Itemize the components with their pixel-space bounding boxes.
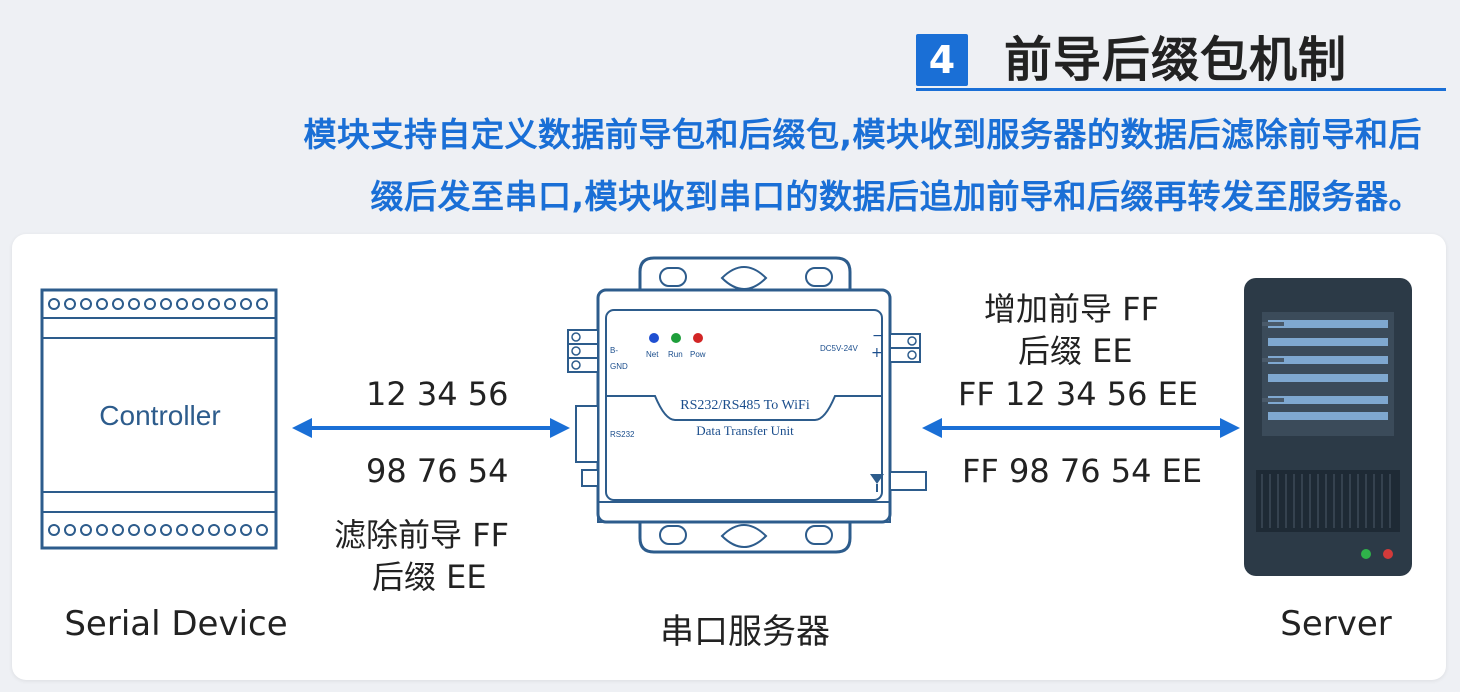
section-number-badge: 4: [916, 34, 968, 86]
net-led-icon: [649, 333, 659, 343]
power-led-icon: [693, 333, 703, 343]
serial-device-label: Serial Device: [64, 604, 288, 644]
rs232-port-icon: [575, 405, 599, 463]
controller-text: Controller: [99, 400, 221, 431]
antenna-connector-icon: [889, 471, 927, 491]
server-icon: [1244, 278, 1412, 576]
right-data-out: FF 12 34 56 EE: [958, 375, 1199, 413]
terminal-gnd-label: GND: [610, 362, 628, 371]
unit-title-line-1: RS232/RS485 To WiFi: [680, 398, 810, 413]
terminal-block-right-icon: [889, 333, 921, 363]
led-run-label: Run: [668, 350, 683, 359]
controller-bottom-terminals: [48, 524, 268, 536]
power-label: DC5V-24V: [820, 344, 858, 353]
port-label: RS232: [610, 430, 635, 439]
antenna-icon: [870, 474, 884, 484]
terminal-block-left-icon: [567, 329, 599, 373]
controller-top-terminals: [48, 298, 268, 310]
left-note-strip-prefix: 滤除前导 FF: [334, 516, 509, 554]
left-data-in: 98 76 54: [366, 452, 509, 490]
header: 4 前导后缀包机制 模块支持自定义数据前导包和后缀包,模块收到服务器的数据后滤除…: [0, 0, 1460, 230]
server-status-led-icon: [1361, 549, 1371, 559]
title-underline: [916, 88, 1446, 91]
serial-server-label: 串口服务器: [660, 612, 830, 652]
server-alert-led-icon: [1383, 549, 1393, 559]
run-led-icon: [671, 333, 681, 343]
description-line-2: 缀后发至串口,模块收到串口的数据后追加前导和后缀再转发至服务器。: [370, 177, 1422, 216]
svg-text:+: +: [871, 345, 883, 361]
description-line-1: 模块支持自定义数据前导包和后缀包,模块收到服务器的数据后滤除前导和后: [303, 115, 1422, 154]
right-note-add-suffix: 后缀 EE: [1018, 332, 1133, 370]
terminal-b-label: B-: [610, 346, 618, 355]
left-note-strip-suffix: 后缀 EE: [372, 558, 487, 596]
controller-device: [40, 288, 278, 550]
section-title: 前导后缀包机制: [1004, 32, 1348, 88]
right-data-in: FF 98 76 54 EE: [962, 452, 1203, 490]
left-data-out: 12 34 56: [366, 375, 509, 413]
led-pow-label: Pow: [690, 350, 706, 359]
serial-server-unit: − +: [567, 256, 927, 554]
right-note-add-prefix: 增加前导 FF: [984, 290, 1159, 328]
led-net-label: Net: [646, 350, 659, 359]
unit-title-line-2: Data Transfer Unit: [696, 423, 794, 438]
server-label: Server: [1280, 604, 1392, 644]
svg-text:−: −: [872, 328, 884, 344]
